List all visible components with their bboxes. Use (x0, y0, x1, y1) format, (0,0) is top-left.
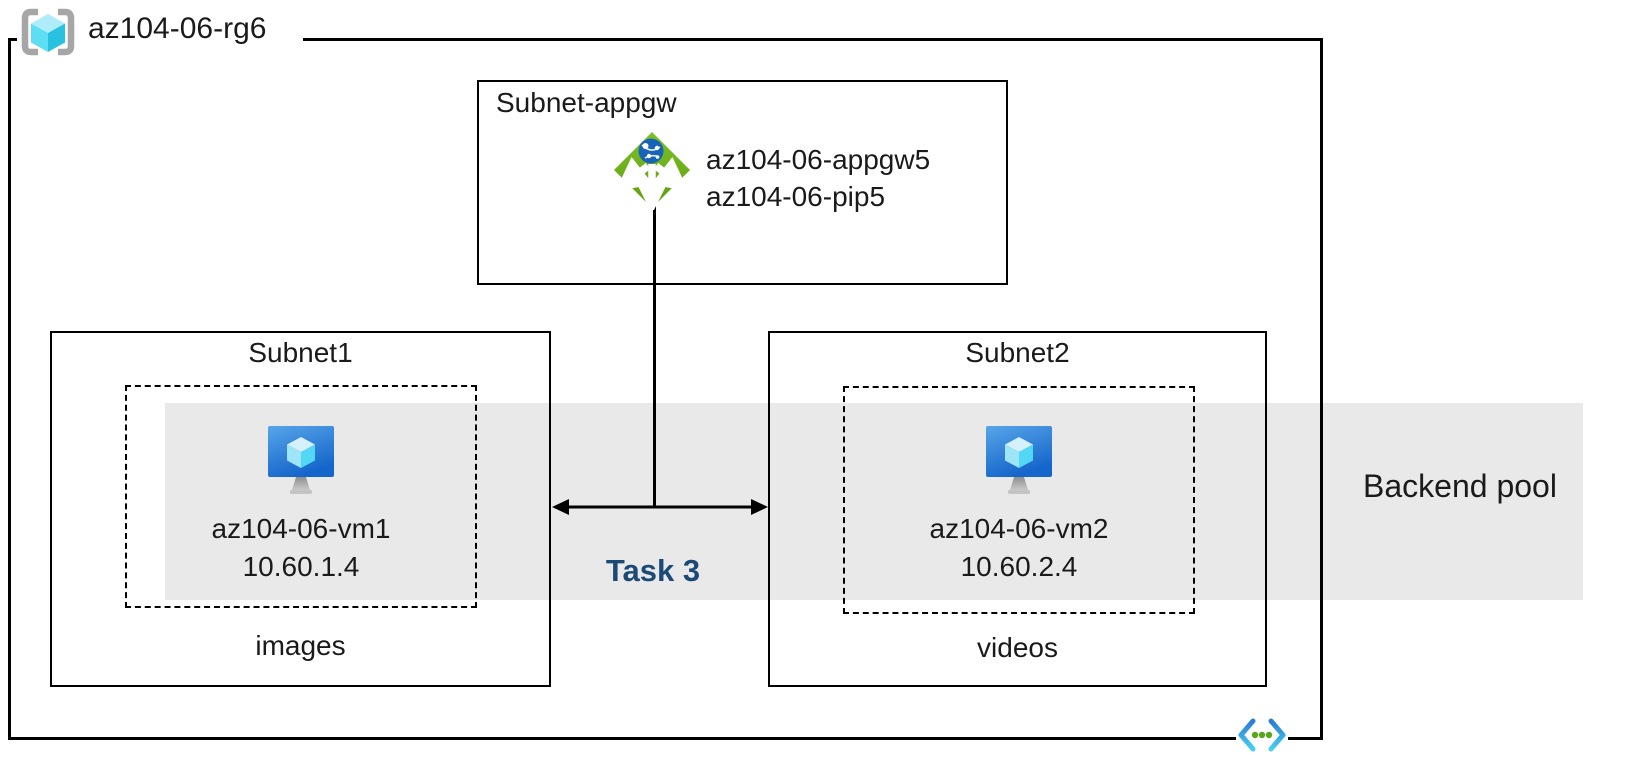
virtual-network-icon (1236, 716, 1288, 754)
subnet2-vm-labels: az104-06-vm2 10.60.2.4 (843, 510, 1195, 586)
backend-pool-label: Backend pool (1363, 468, 1557, 504)
appgw-connector-line (653, 206, 656, 507)
appgw-labels: az104-06-appgw5 az104-06-pip5 (706, 141, 930, 215)
application-gateway-icon (614, 132, 690, 210)
resource-group-icon (20, 7, 76, 57)
subnet1-title: Subnet1 (248, 337, 353, 368)
subnet2-title: Subnet2 (965, 337, 1070, 368)
subnet2-caption: videos (977, 632, 1058, 663)
virtual-machine-icon (986, 426, 1052, 494)
subnet1-vm-dashed-box (125, 385, 477, 608)
double-arrow (552, 499, 768, 515)
resource-group-box (8, 38, 1323, 740)
virtual-machine-icon (268, 426, 334, 494)
vm2-ip: 10.60.2.4 (960, 551, 1078, 582)
vm1-ip: 10.60.1.4 (242, 551, 360, 582)
vm2-name: az104-06-vm2 (929, 513, 1109, 544)
backend-pool-band (165, 403, 1583, 600)
task-label: Task 3 (605, 553, 701, 588)
subnet2-vm-dashed-box (843, 386, 1195, 614)
subnet2-box (768, 331, 1267, 687)
subnet1-vm-labels: az104-06-vm1 10.60.1.4 (125, 510, 477, 586)
subnet-appgw-box (477, 80, 1008, 285)
subnet-appgw-title: Subnet-appgw (496, 87, 677, 118)
appgw-name: az104-06-appgw5 (706, 144, 931, 175)
resource-group-name: az104-06-rg6 (88, 12, 267, 45)
subnet1-box (50, 331, 551, 687)
vm1-name: az104-06-vm1 (211, 513, 391, 544)
subnet1-caption: images (255, 630, 346, 661)
pip-name: az104-06-pip5 (706, 181, 886, 212)
resource-group-border-gap (17, 30, 303, 48)
